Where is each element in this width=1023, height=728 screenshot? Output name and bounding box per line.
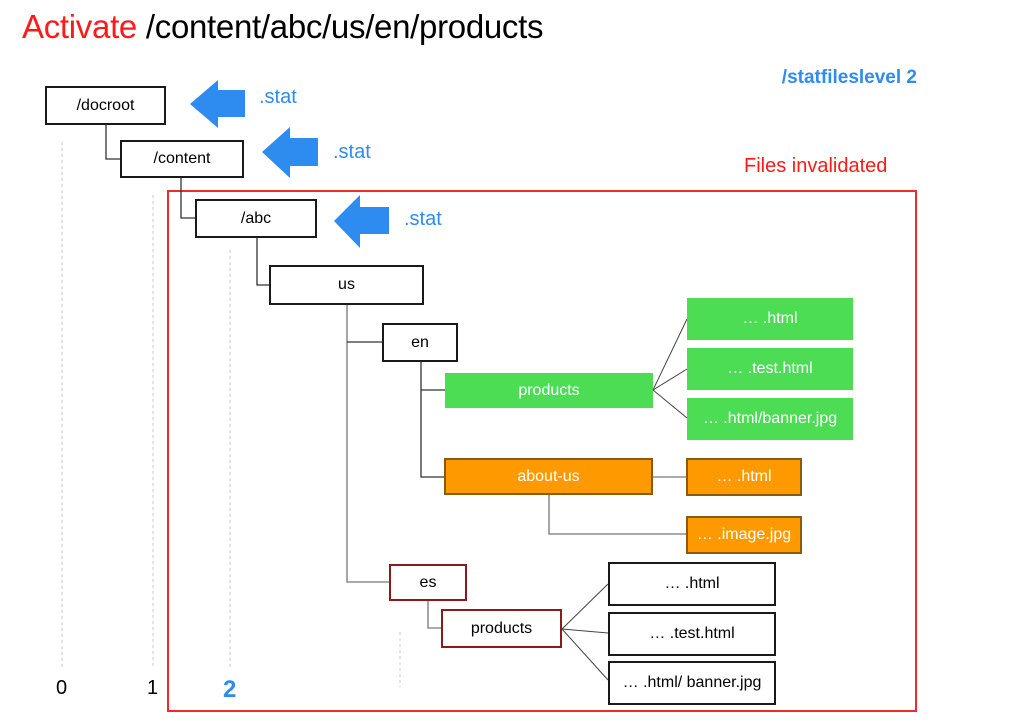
level-label-2: 2	[223, 676, 237, 703]
invalidated-region	[167, 190, 917, 712]
connector	[548, 495, 687, 535]
files-invalidated-label: Files invalidated	[744, 155, 888, 177]
node-us[interactable]: us	[269, 265, 424, 305]
level-label-0: 0	[56, 677, 68, 699]
connector	[420, 361, 446, 391]
stat-label-docroot: .stat	[259, 86, 297, 108]
title-action: Activate	[22, 8, 137, 45]
node-about-us[interactable]: about-us	[444, 458, 653, 495]
file-node[interactable]: … .html/banner.jpg	[687, 398, 853, 440]
page-title: Activate /content/abc/us/en/products	[22, 8, 544, 46]
connector	[561, 583, 609, 630]
node-docroot[interactable]: /docroot	[45, 86, 166, 125]
connector	[561, 628, 609, 634]
stat-label-content: .stat	[333, 141, 371, 163]
connector	[427, 600, 442, 629]
connector	[652, 389, 688, 419]
connector	[180, 177, 197, 219]
connector	[346, 305, 390, 583]
connector	[652, 368, 688, 391]
statfileslevel-label: /statfileslevel 2	[781, 67, 917, 88]
left-arrow-icon	[262, 127, 318, 178]
connector	[420, 390, 445, 478]
connector	[652, 318, 688, 391]
file-node[interactable]: … .html/ banner.jpg	[608, 661, 776, 705]
title-path: /content/abc/us/en/products	[145, 8, 544, 45]
left-arrow-icon	[190, 80, 245, 128]
node-en-products[interactable]: products	[445, 373, 653, 408]
file-node[interactable]: … .test.html	[687, 348, 853, 390]
node-content[interactable]: /content	[120, 140, 244, 178]
node-abc[interactable]: /abc	[195, 199, 317, 238]
connector	[105, 123, 122, 160]
node-es[interactable]: es	[389, 564, 467, 601]
file-node[interactable]: … .html	[608, 562, 776, 606]
file-node[interactable]: … .html	[686, 458, 802, 496]
file-node[interactable]: … .test.html	[608, 612, 776, 656]
file-node[interactable]: … .image.jpg	[686, 516, 802, 554]
stat-label-abc: .stat	[404, 208, 442, 230]
connector	[256, 238, 270, 286]
node-en[interactable]: en	[382, 323, 458, 362]
left-arrow-icon	[334, 195, 389, 248]
level-label-1: 1	[147, 677, 159, 699]
node-es-products[interactable]: products	[441, 609, 562, 648]
file-node[interactable]: … .html	[687, 298, 853, 340]
connector	[561, 628, 609, 681]
